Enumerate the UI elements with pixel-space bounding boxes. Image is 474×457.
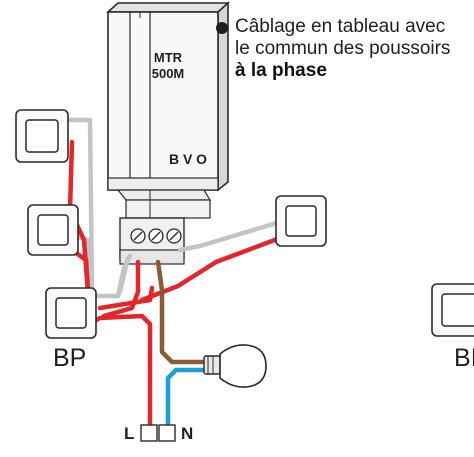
- caption-line-3: à la phase: [235, 60, 327, 81]
- terminal-screw-o: [166, 228, 182, 244]
- push-button-icon: [275, 195, 327, 247]
- module-mtr500m: [105, 1, 231, 219]
- module-model-line1: MTR: [154, 50, 183, 65]
- push-button-icon: [27, 204, 79, 256]
- bullet-icon: [216, 22, 228, 34]
- caption-line-2: le commun des poussoirs: [235, 38, 451, 59]
- bp-label-partial: BI: [454, 344, 474, 372]
- terminal-block: [119, 217, 185, 265]
- push-button-icon: [431, 283, 474, 337]
- switched-wire: [155, 259, 209, 365]
- terminal-screw-b: [130, 228, 146, 244]
- caption: Câblage en tableau avec le commun des po…: [216, 16, 474, 82]
- line-label: L: [124, 424, 135, 443]
- push-button-icon: [15, 109, 69, 163]
- module-model-line2: 500M: [152, 66, 185, 81]
- terminal-screw-v: [148, 228, 164, 244]
- light-bulb-icon: [203, 344, 267, 388]
- module-terminal-letters: B V O: [169, 151, 207, 167]
- neutral-label: N: [181, 424, 194, 443]
- supply-terminals: [140, 424, 176, 442]
- bp-label: BP: [53, 344, 87, 372]
- neutral-wire: [165, 367, 211, 427]
- caption-line-1: Câblage en tableau avec: [235, 16, 446, 37]
- push-button-icon: [45, 287, 97, 339]
